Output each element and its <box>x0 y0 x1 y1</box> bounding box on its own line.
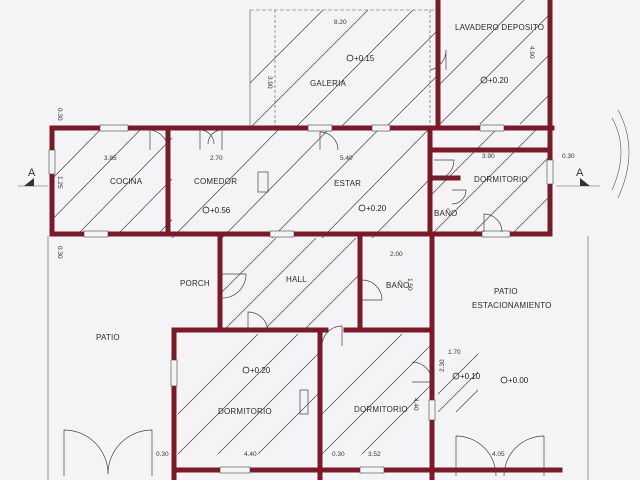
windows <box>48 124 554 474</box>
room-dormitorio-sw: DORMITORIO <box>218 407 272 416</box>
room-labels: LAVADERO DEPOSITO GALERIA COCINA COMEDOR… <box>96 23 552 416</box>
dim-estar-w: 5.40 <box>340 155 353 162</box>
dim-step-230: 2.30 <box>439 359 446 372</box>
room-dormitorio-s: DORMITORIO <box>354 405 408 414</box>
dim-dorm-s-h: 4.40 <box>412 398 419 411</box>
level-markers: +0.15 +0.20 +0.56 +0.20 +0.20 +0.10 +0.0… <box>202 54 529 385</box>
section-mark-left: A <box>28 167 36 179</box>
room-porch: PORCH <box>180 279 210 288</box>
room-lavadero: LAVADERO DEPOSITO <box>455 23 544 32</box>
room-hall: HALL <box>286 275 307 284</box>
level-galeria: +0.15 <box>354 54 375 63</box>
dimensions: 8.20 3.90 4.90 3.85 2.70 5.40 3.90 0.30 … <box>56 19 575 458</box>
level-estar: +0.20 <box>366 204 387 213</box>
room-bano-center: BAÑO <box>386 281 409 290</box>
dim-left-125: 1.25 <box>56 176 63 189</box>
level-patio-step: +0.10 <box>460 372 481 381</box>
dim-galeria-h: 3.90 <box>266 76 273 89</box>
level-lavadero: +0.20 <box>488 76 509 85</box>
dim-comedor-w: 2.70 <box>210 155 223 162</box>
dim-step-170: 1.70 <box>448 349 461 356</box>
room-estar: ESTAR <box>334 179 361 188</box>
hatching <box>52 0 550 454</box>
dim-bano-h: 1.50 <box>406 278 413 291</box>
dim-left-030-mid: 0.30 <box>56 246 63 259</box>
walls <box>49 0 563 480</box>
dim-lavadero-h: 4.90 <box>528 46 535 59</box>
dim-right-030: 0.30 <box>562 153 575 160</box>
room-dormitorio-ne: DORMITORIO <box>474 175 528 184</box>
doors <box>63 49 545 477</box>
section-markers: A A <box>18 167 600 187</box>
dim-dorm-ne-w: 3.90 <box>482 153 495 160</box>
dim-bottom-030-b: 0.30 <box>332 451 345 458</box>
level-comedor: +0.56 <box>210 206 231 215</box>
dim-cocina-w: 3.85 <box>104 155 117 162</box>
room-estacionamiento: ESTACIONAMIENTO <box>472 301 552 310</box>
dim-galeria-w: 8.20 <box>334 19 347 26</box>
room-galeria: GALERIA <box>310 79 347 88</box>
dim-bottom-352: 3.52 <box>368 451 381 458</box>
room-cocina: COCINA <box>110 177 143 186</box>
room-bano-small: BAÑO <box>434 209 457 218</box>
dim-bottom-030-a: 0.30 <box>156 451 169 458</box>
dim-bottom-440: 4.40 <box>244 451 257 458</box>
room-comedor: COMEDOR <box>194 177 237 186</box>
dim-left-030-top: 0.30 <box>56 108 63 121</box>
room-patio-est: PATIO <box>494 287 518 296</box>
level-patio-est: +0.00 <box>508 376 529 385</box>
dim-bano-w: 2.00 <box>390 251 403 258</box>
dim-bottom-405: 4.05 <box>492 451 505 458</box>
room-patio-left: PATIO <box>96 333 120 342</box>
section-mark-right: A <box>576 167 584 179</box>
level-dormitorio-sw: +0.20 <box>250 366 271 375</box>
